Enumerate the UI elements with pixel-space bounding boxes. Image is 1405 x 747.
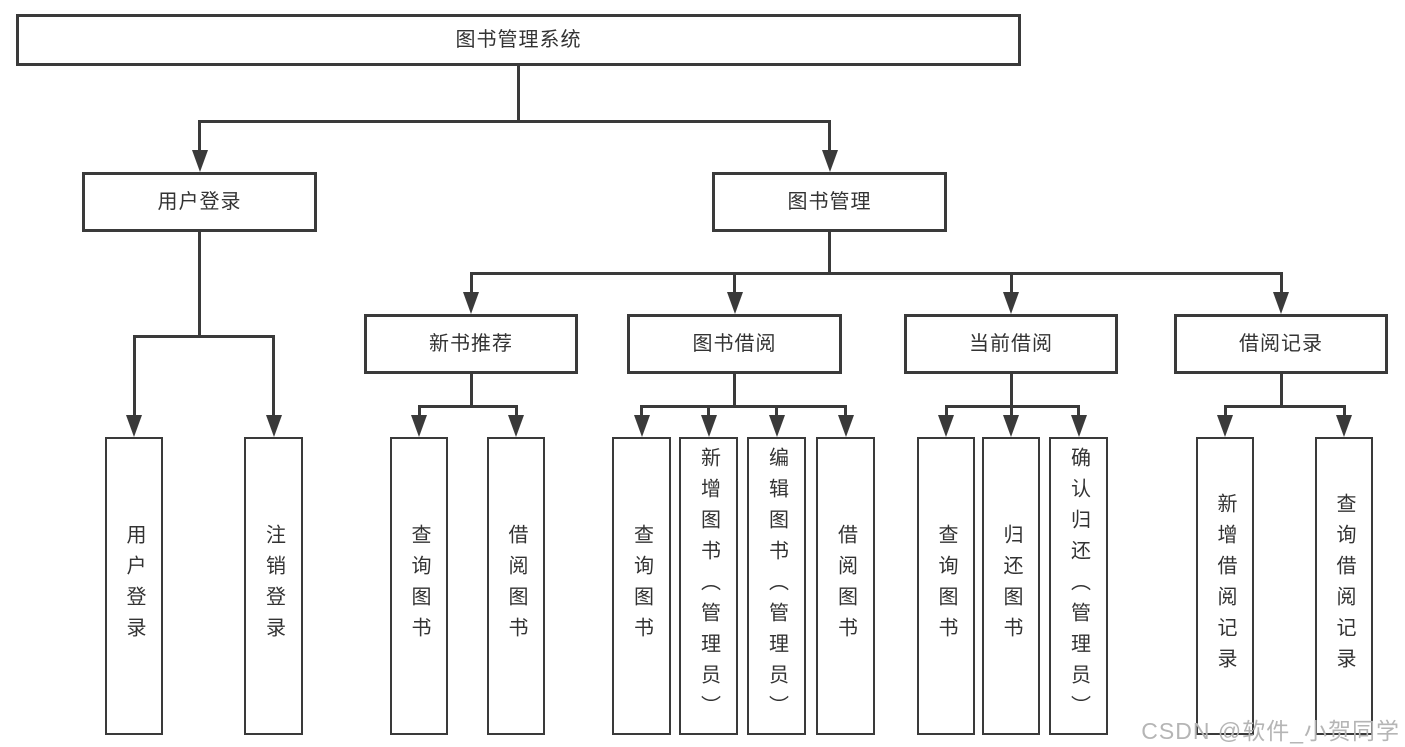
node-leaf-edit-books-admin-label: 编辑图书（管理员） <box>765 446 788 726</box>
connector-hline <box>640 405 847 408</box>
connector-vline <box>1009 374 1013 408</box>
connector-vline <box>775 405 778 421</box>
node-leaf-query-books-2-label: 查询图书 <box>630 524 653 648</box>
arrowhead-icon <box>1217 415 1233 437</box>
connector-hline <box>198 120 831 123</box>
node-book-borrow-label: 图书借阅 <box>692 333 777 355</box>
node-leaf-query-borrow-record-label: 查询借阅记录 <box>1333 493 1355 679</box>
connector-vline <box>1342 405 1346 421</box>
connector-vline <box>469 374 473 408</box>
arrowhead-icon <box>191 150 208 172</box>
arrowhead-icon <box>700 415 717 437</box>
arrowhead-icon <box>1003 292 1019 314</box>
node-book-management: 图书管理 <box>712 172 947 232</box>
arrowhead-icon <box>463 292 479 314</box>
node-leaf-add-books-admin: 新增图书（管理员） <box>679 437 738 735</box>
node-leaf-user-login-label: 用户登录 <box>123 524 145 648</box>
connector-hline <box>1223 405 1346 408</box>
arrowhead-icon <box>1003 415 1019 437</box>
node-leaf-add-books-admin-label: 新增图书（管理员） <box>697 446 720 726</box>
arrowhead-icon <box>1273 292 1289 314</box>
node-book-management-label: 图书管理 <box>787 191 872 213</box>
node-root-system-label: 图书管理系统 <box>455 29 582 51</box>
connector-vline <box>517 66 520 123</box>
connector-vline <box>828 232 831 275</box>
node-leaf-query-books-3: 查询图书 <box>917 437 975 735</box>
connector-vline <box>640 405 643 421</box>
arrowhead-icon <box>633 415 650 437</box>
node-new-book-recommend-label: 新书推荐 <box>429 333 513 355</box>
connector-vline <box>132 335 136 421</box>
connector-vline <box>272 335 275 421</box>
node-leaf-add-borrow-record: 新增借阅记录 <box>1196 437 1254 735</box>
node-borrow-records-label: 借阅记录 <box>1239 333 1323 355</box>
connector-vline <box>1279 374 1283 408</box>
node-user-login: 用户登录 <box>82 172 317 232</box>
connector-vline <box>944 405 948 421</box>
connector-vline <box>1077 405 1080 421</box>
arrowhead-icon <box>126 415 142 437</box>
connector-vline <box>1223 405 1227 421</box>
node-current-borrow: 当前借阅 <box>904 314 1118 374</box>
arrowhead-icon <box>265 415 282 437</box>
connector-vline <box>1009 405 1013 421</box>
node-leaf-query-books-2: 查询图书 <box>612 437 671 735</box>
node-leaf-borrow-books-1-label: 借阅图书 <box>505 524 527 648</box>
node-leaf-confirm-return-admin-label: 确认归还（管理员） <box>1067 446 1090 726</box>
connector-vline <box>417 405 421 421</box>
arrowhead-icon <box>411 415 427 437</box>
arrowhead-icon <box>1070 415 1087 437</box>
connector-vline <box>198 120 201 156</box>
connector-vline <box>707 405 710 421</box>
node-leaf-borrow-books-1: 借阅图书 <box>487 437 545 735</box>
node-leaf-return-books-label: 归还图书 <box>1000 524 1022 648</box>
arrowhead-icon <box>726 292 743 314</box>
node-root-system: 图书管理系统 <box>16 14 1021 66</box>
connector-vline <box>733 272 736 298</box>
node-leaf-query-books-3-label: 查询图书 <box>935 524 957 648</box>
arrowhead-icon <box>821 150 838 172</box>
watermark: CSDN @软件_小贺同学 <box>1141 718 1400 744</box>
connector-vline <box>1009 272 1013 298</box>
connector-vline <box>844 405 847 421</box>
node-leaf-borrow-books-2: 借阅图书 <box>816 437 875 735</box>
node-leaf-user-login: 用户登录 <box>105 437 163 735</box>
node-leaf-confirm-return-admin: 确认归还（管理员） <box>1049 437 1108 735</box>
node-leaf-add-borrow-record-label: 新增借阅记录 <box>1214 493 1236 679</box>
node-leaf-borrow-books-2-label: 借阅图书 <box>834 524 857 648</box>
arrowhead-icon <box>837 415 854 437</box>
node-leaf-query-books-1: 查询图书 <box>390 437 448 735</box>
node-user-login-label: 用户登录 <box>157 191 242 213</box>
connector-vline <box>828 120 831 156</box>
connector-vline <box>733 374 736 408</box>
connector-vline <box>198 232 201 338</box>
arrowhead-icon <box>938 415 954 437</box>
arrowhead-icon <box>508 415 524 437</box>
node-leaf-logout-label: 注销登录 <box>262 524 285 648</box>
node-book-borrow: 图书借阅 <box>627 314 842 374</box>
connector-vline <box>514 405 518 421</box>
arrowhead-icon <box>768 415 785 437</box>
node-leaf-logout: 注销登录 <box>244 437 303 735</box>
node-borrow-records: 借阅记录 <box>1174 314 1388 374</box>
node-leaf-edit-books-admin: 编辑图书（管理员） <box>747 437 806 735</box>
arrowhead-icon <box>1336 415 1352 437</box>
connector-vline <box>1279 272 1283 298</box>
node-leaf-query-books-1-label: 查询图书 <box>408 524 430 648</box>
connector-hline <box>417 405 518 408</box>
node-leaf-return-books: 归还图书 <box>982 437 1040 735</box>
node-current-borrow-label: 当前借阅 <box>969 333 1053 355</box>
connector-hline <box>469 272 1283 275</box>
connector-hline <box>132 335 275 338</box>
node-new-book-recommend: 新书推荐 <box>364 314 578 374</box>
connector-vline <box>469 272 473 298</box>
node-leaf-query-borrow-record: 查询借阅记录 <box>1315 437 1373 735</box>
